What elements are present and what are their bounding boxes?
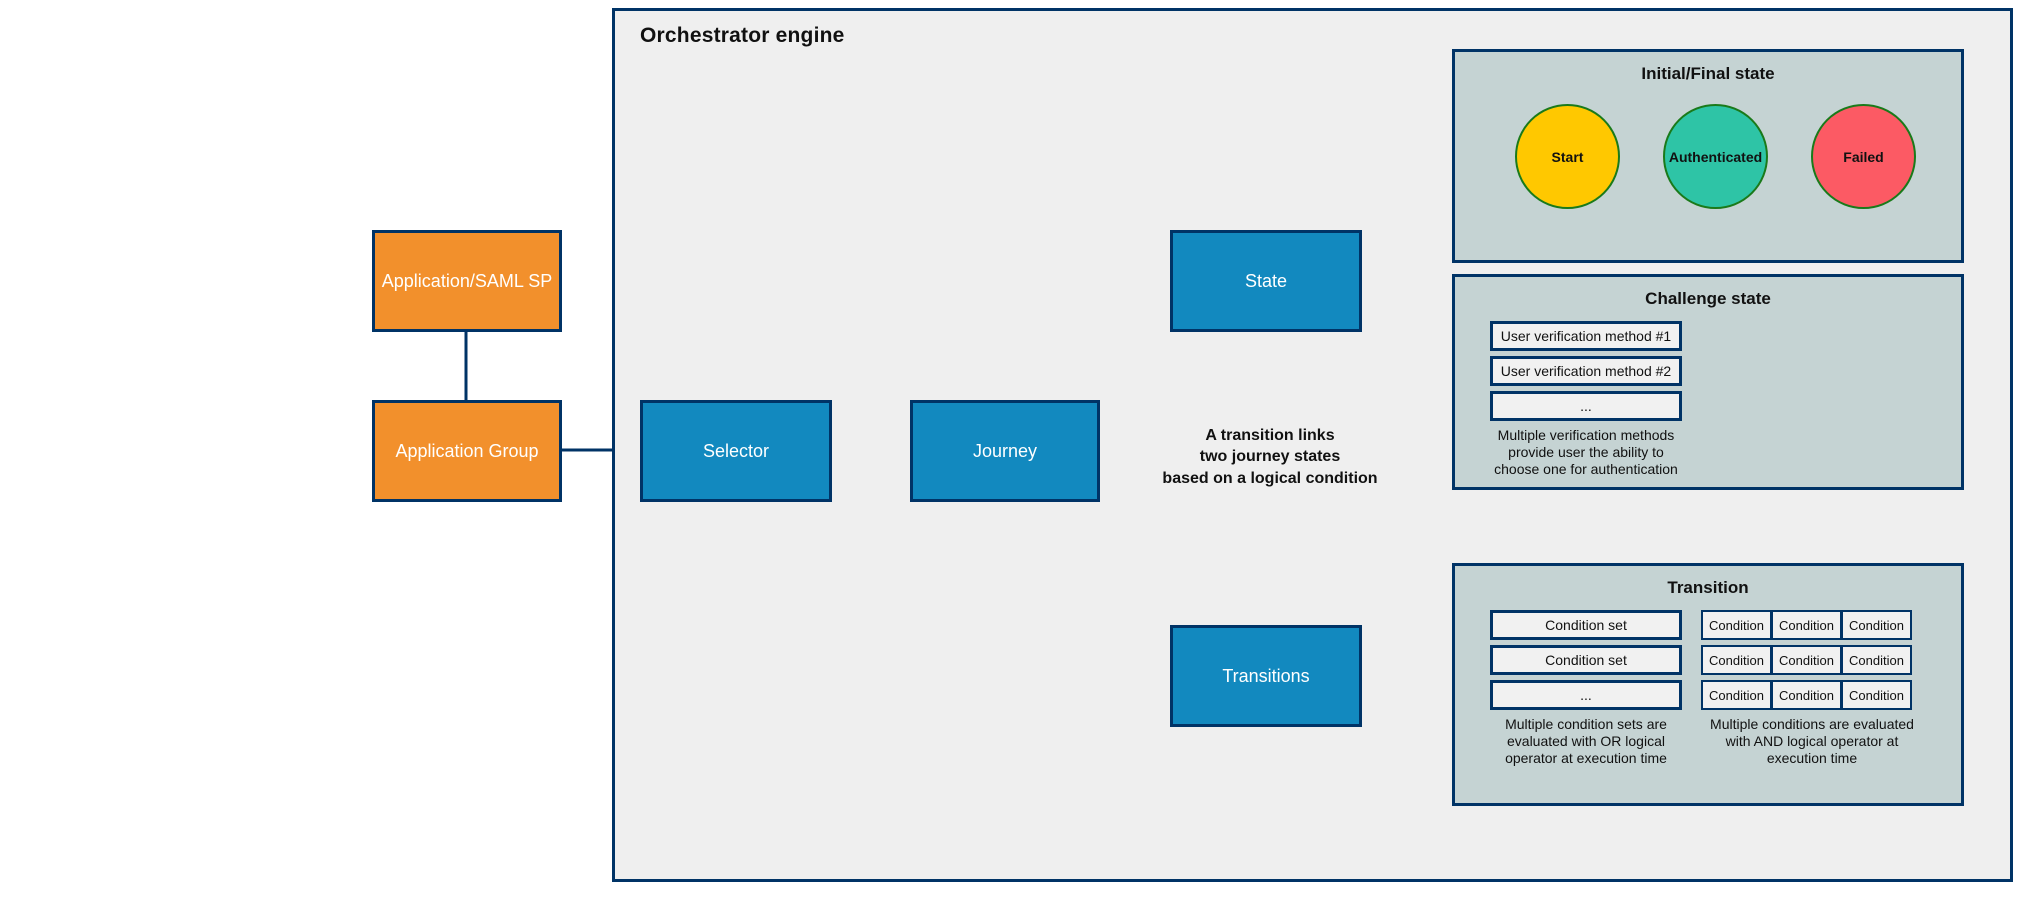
state-circle-authenticated-label: Authenticated	[1668, 148, 1763, 165]
panel-challenge-state-title: Challenge state	[1645, 289, 1771, 308]
conditions-caption: Multiple conditions are evaluated with A…	[1710, 716, 1914, 767]
condition-set-2-label: Condition set	[1545, 652, 1627, 668]
state-circle-failed[interactable]: Failed	[1811, 104, 1916, 209]
entity-application-saml-sp[interactable]: Application/SAML SP	[372, 230, 562, 332]
condition-set-1-label: Condition set	[1545, 617, 1627, 633]
condition-cell-r3c3-label: Condition	[1849, 687, 1904, 703]
condition-cell-r3c2-label: Condition	[1779, 687, 1834, 703]
panel-transition: Transition Condition set Condition set .…	[1452, 563, 1964, 806]
challenge-state-caption: Multiple verification methods provide us…	[1494, 427, 1678, 478]
orchestrator-engine-title: Orchestrator engine	[640, 24, 845, 47]
condition-cell-r3c3[interactable]: Condition	[1841, 680, 1912, 710]
condition-cell-r1c3-label: Condition	[1849, 617, 1904, 633]
verification-method-more[interactable]: ...	[1490, 391, 1682, 421]
entity-application-group[interactable]: Application Group	[372, 400, 562, 502]
verification-method-1[interactable]: User verification method #1	[1490, 321, 1682, 351]
entity-state[interactable]: State	[1170, 230, 1362, 332]
entity-application-saml-sp-label: Application/SAML SP	[381, 270, 553, 291]
panel-initial-final-state-title: Initial/Final state	[1641, 64, 1775, 83]
condition-cell-r1c1-label: Condition	[1709, 617, 1764, 633]
state-circle-failed-label: Failed	[1843, 148, 1884, 165]
condition-cell-r1c2[interactable]: Condition	[1771, 610, 1842, 640]
condition-cell-r2c3-label: Condition	[1849, 652, 1904, 668]
entity-transitions-label: Transitions	[1222, 665, 1310, 686]
condition-cell-r2c3[interactable]: Condition	[1841, 645, 1912, 675]
panel-initial-final-state: Initial/Final state Start Authenticated …	[1452, 49, 1964, 263]
condition-set-more-label: ...	[1580, 687, 1592, 703]
condition-cell-r2c2-label: Condition	[1779, 652, 1834, 668]
condition-cell-r3c1-label: Condition	[1709, 687, 1764, 703]
condition-set-more[interactable]: ...	[1490, 680, 1682, 710]
verification-method-2-label: User verification method #2	[1500, 363, 1672, 379]
condition-cell-r2c1-label: Condition	[1709, 652, 1764, 668]
entity-application-group-label: Application Group	[395, 440, 539, 461]
entity-selector-label: Selector	[702, 440, 770, 461]
condition-sets-caption: Multiple condition sets are evaluated wi…	[1505, 716, 1667, 767]
condition-set-1[interactable]: Condition set	[1490, 610, 1682, 640]
verification-method-1-label: User verification method #1	[1500, 328, 1672, 344]
condition-set-2[interactable]: Condition set	[1490, 645, 1682, 675]
state-circle-start[interactable]: Start	[1515, 104, 1620, 209]
entity-selector[interactable]: Selector	[640, 400, 832, 502]
verification-method-more-label: ...	[1580, 398, 1592, 414]
transition-annotation-note: A transition links two journey states ba…	[1162, 427, 1378, 487]
verification-method-2[interactable]: User verification method #2	[1490, 356, 1682, 386]
condition-cell-r1c1[interactable]: Condition	[1701, 610, 1772, 640]
panel-challenge-state: Challenge state User verification method…	[1452, 274, 1964, 490]
condition-cell-r3c2[interactable]: Condition	[1771, 680, 1842, 710]
condition-cell-r3c1[interactable]: Condition	[1701, 680, 1772, 710]
state-circle-start-label: Start	[1551, 148, 1584, 165]
panel-transition-title: Transition	[1667, 578, 1749, 597]
condition-cell-r1c2-label: Condition	[1779, 617, 1834, 633]
condition-cell-r1c3[interactable]: Condition	[1841, 610, 1912, 640]
entity-journey[interactable]: Journey	[910, 400, 1100, 502]
entity-journey-label: Journey	[972, 440, 1038, 461]
state-circle-authenticated[interactable]: Authenticated	[1663, 104, 1768, 209]
condition-cell-r2c1[interactable]: Condition	[1701, 645, 1772, 675]
entity-transitions[interactable]: Transitions	[1170, 625, 1362, 727]
entity-state-label: State	[1244, 270, 1288, 291]
condition-cell-r2c2[interactable]: Condition	[1771, 645, 1842, 675]
